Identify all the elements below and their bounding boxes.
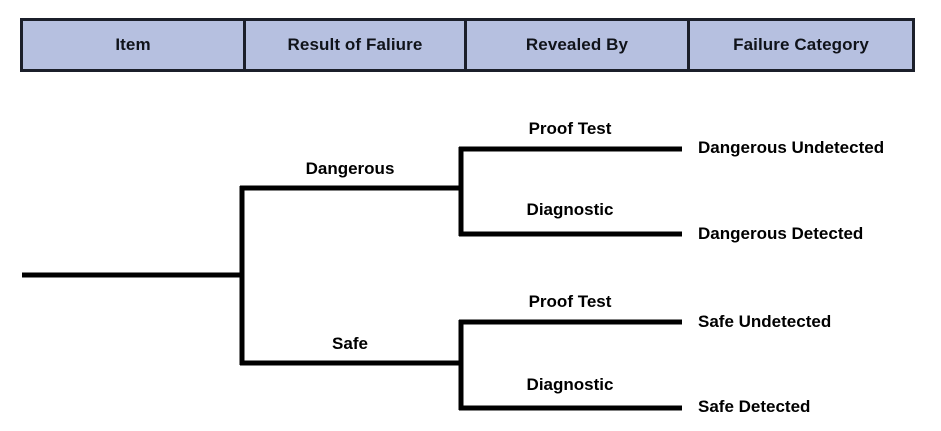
tree-label-diagnostic-dangerous: Diagnostic [526, 200, 614, 219]
header-cell-item: Item [23, 21, 246, 69]
tree-label-dangerous: Dangerous [305, 159, 395, 178]
tree-leaf-dangerous-undetected: Dangerous Undetected [698, 138, 885, 157]
tree-label-proof-test-safe: Proof Test [528, 292, 612, 311]
header-cell-item-label: Item [115, 35, 151, 54]
tree-label-safe: Safe [332, 334, 368, 353]
tree-leaf-safe-detected: Safe Detected [698, 397, 811, 416]
header-cell-result-of-failure-label: Result of Faliure [287, 35, 423, 54]
tree-label-proof-test-dangerous: Proof Test [528, 119, 612, 138]
header-cell-revealed-by: Revealed By [467, 21, 690, 69]
tree-leaf-safe-undetected: Safe Undetected [698, 312, 832, 331]
header-cell-failure-category: Failure Category [690, 21, 912, 69]
tree-leaf-dangerous-detected: Dangerous Detected [698, 224, 864, 243]
header-cell-revealed-by-label: Revealed By [525, 35, 629, 54]
header-cell-failure-category-label: Failure Category [733, 35, 869, 54]
header-table: Item Result of Faliure Revealed By Failu… [20, 18, 915, 72]
header-cell-result-of-failure: Result of Faliure [246, 21, 467, 69]
tree-label-diagnostic-safe: Diagnostic [526, 375, 614, 394]
